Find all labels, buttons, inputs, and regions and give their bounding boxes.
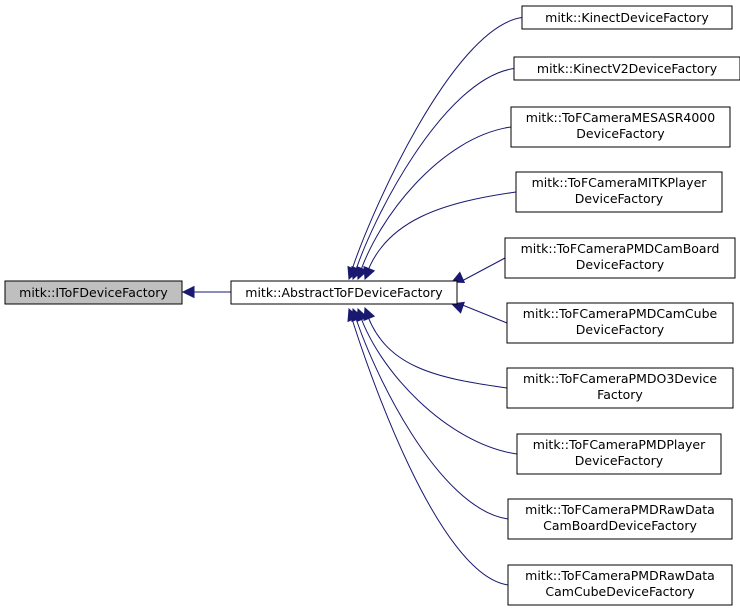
arrowhead-child-10 bbox=[347, 307, 360, 323]
arrowhead-child-5 bbox=[450, 271, 466, 284]
edge-child-1 bbox=[348, 17, 523, 280]
arrowhead-child-7 bbox=[363, 306, 376, 322]
edge-child-10 bbox=[348, 308, 509, 586]
node-child-1[interactable]: mitk::KinectDeviceFactory bbox=[521, 5, 733, 30]
node-child-2[interactable]: mitk::KinectV2DeviceFactory bbox=[513, 56, 740, 81]
node-child-9[interactable]: mitk::ToFCameraPMDRawDataCamBoardDeviceF… bbox=[507, 498, 733, 540]
arrowhead-child-4 bbox=[363, 265, 376, 281]
node-child-6-label-line-2: DeviceFactory bbox=[576, 322, 665, 337]
node-child-9-label-line-1: mitk::ToFCameraPMDRawData bbox=[525, 502, 715, 517]
arrowhead-root bbox=[181, 285, 195, 299]
node-parent[interactable]: mitk::AbstractToFDeviceFactory bbox=[230, 280, 458, 305]
node-child-2-label-line-1: mitk::KinectV2DeviceFactory bbox=[537, 61, 718, 76]
node-child-4-label-line-2: DeviceFactory bbox=[575, 191, 664, 206]
child-nodes: mitk::KinectDeviceFactorymitk::KinectV2D… bbox=[504, 5, 740, 606]
arrowhead-child-6 bbox=[450, 301, 465, 314]
edge-child-3 bbox=[357, 126, 512, 280]
edge-child-8 bbox=[357, 308, 518, 455]
node-root[interactable]: mitk::IToFDeviceFactory bbox=[4, 280, 183, 305]
node-child-8-label-line-1: mitk::ToFCameraPMDPlayer bbox=[533, 437, 706, 452]
node-child-10-label-line-2: CamCubeDeviceFactory bbox=[545, 584, 695, 599]
node-child-5-label-line-1: mitk::ToFCameraPMDCamBoard bbox=[521, 241, 720, 256]
node-child-4-label-line-1: mitk::ToFCameraMITKPlayer bbox=[532, 175, 708, 190]
node-root-label: mitk::IToFDeviceFactory bbox=[19, 285, 168, 300]
node-child-3-label-line-2: DeviceFactory bbox=[576, 126, 665, 141]
node-child-6-label-line-1: mitk::ToFCameraPMDCamCube bbox=[523, 306, 718, 321]
edge-child-7 bbox=[364, 307, 508, 389]
edge-child-6 bbox=[459, 303, 508, 324]
edge-child-5 bbox=[459, 257, 506, 283]
node-parent-label: mitk::AbstractToFDeviceFactory bbox=[245, 285, 443, 300]
node-child-7-label-line-1: mitk::ToFCameraPMDO3Device bbox=[523, 371, 717, 386]
node-child-7-label-line-2: Factory bbox=[597, 387, 643, 402]
node-child-1-label-line-1: mitk::KinectDeviceFactory bbox=[545, 10, 709, 25]
node-child-10-label-line-1: mitk::ToFCameraPMDRawData bbox=[525, 568, 715, 583]
node-child-8-label-line-2: DeviceFactory bbox=[575, 453, 664, 468]
node-child-3-label-line-1: mitk::ToFCameraMESASR4000 bbox=[526, 110, 715, 125]
edge-child-2 bbox=[352, 68, 515, 280]
node-child-5-label-line-2: DeviceFactory bbox=[576, 257, 665, 272]
edges-layer bbox=[181, 17, 523, 586]
edge-child-9 bbox=[352, 308, 509, 520]
edge-child-4 bbox=[364, 191, 517, 280]
node-child-9-label-line-2: CamBoardDeviceFactory bbox=[543, 518, 697, 533]
node-child-10[interactable]: mitk::ToFCameraPMDRawDataCamCubeDeviceFa… bbox=[507, 564, 733, 606]
